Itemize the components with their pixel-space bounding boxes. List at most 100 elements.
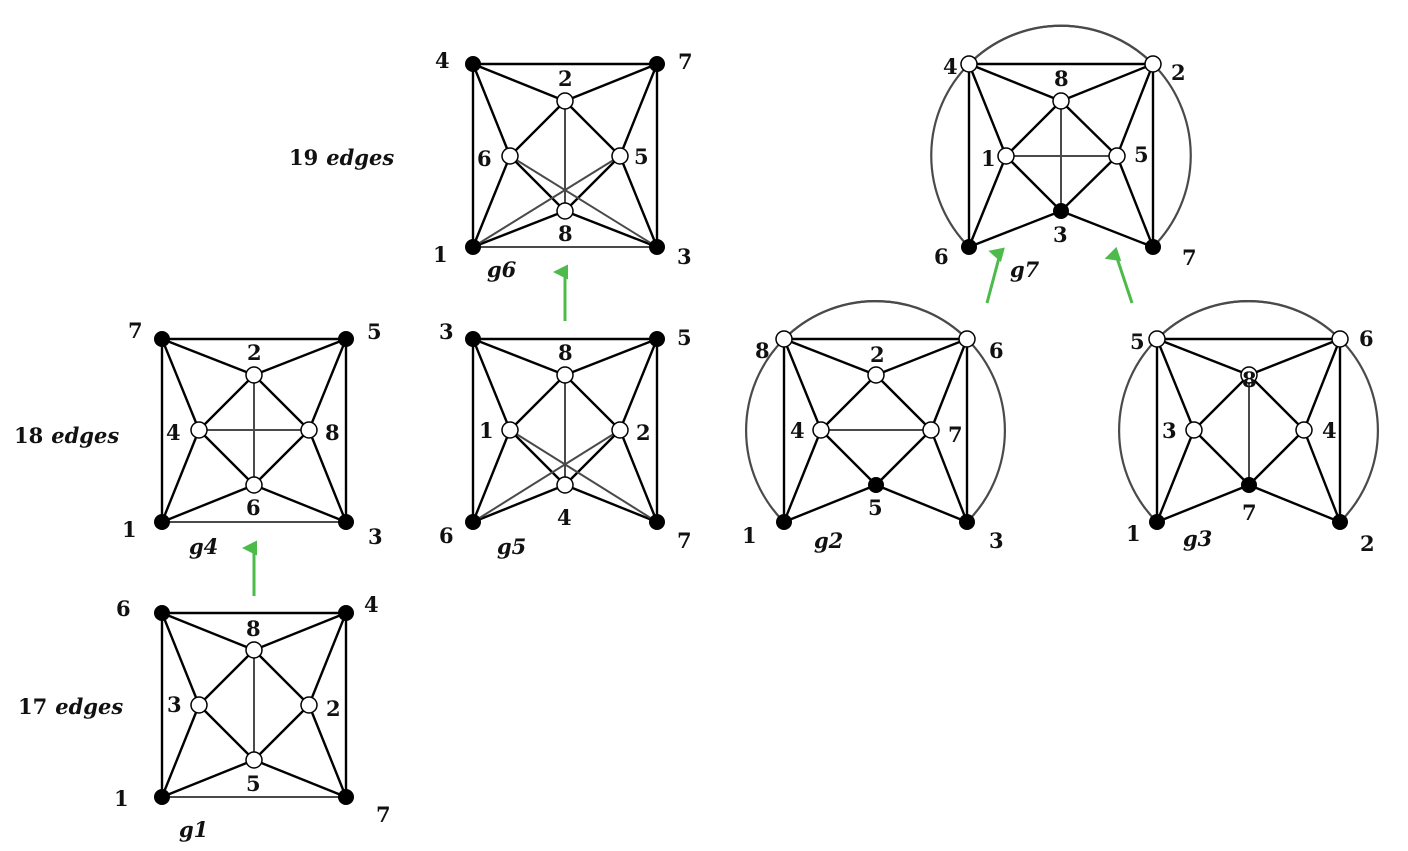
vertex-label: 8 (558, 221, 573, 246)
vertex-label: 1 (114, 786, 129, 811)
vertex-filled (776, 514, 792, 530)
vertex-hollow (245, 641, 263, 659)
vertex-label: 3 (368, 524, 383, 549)
vertex-hollow (958, 330, 976, 348)
vertex-filled (338, 789, 354, 805)
vertex-hollow (245, 751, 263, 769)
vertex-label: 1 (433, 242, 448, 267)
vertex-label: 2 (1171, 60, 1186, 85)
vertex-label: 3 (677, 244, 692, 269)
graph-name: g7 (1010, 257, 1040, 282)
vertex-hollow (997, 147, 1015, 165)
vertex-filled (154, 514, 170, 530)
vertex-filled (649, 239, 665, 255)
vertex-filled (649, 331, 665, 347)
vertex-filled (649, 514, 665, 530)
vertex-hollow (1148, 330, 1166, 348)
vertex-hollow (300, 696, 318, 714)
vertex-label: 4 (1322, 418, 1337, 443)
vertex-label: 3 (1053, 222, 1068, 247)
vertex-label: 2 (558, 66, 573, 91)
vertex-hollow (1052, 92, 1070, 110)
vertex-hollow (556, 202, 574, 220)
vertex-label: 8 (246, 616, 261, 641)
vertex-label: 2 (326, 696, 341, 721)
vertex-hollow (1144, 55, 1162, 73)
graph-g7: 4 2 6 7 8 1 5 3 g7 (930, 24, 1197, 282)
vertex-label: 3 (989, 528, 1004, 553)
vertex-hollow (556, 92, 574, 110)
vertex-filled (649, 56, 665, 72)
vertex-hollow (556, 366, 574, 384)
vertex-filled (154, 789, 170, 805)
vertex-hollow (501, 421, 519, 439)
vertex-label: 6 (246, 495, 261, 520)
vertex-hollow (960, 55, 978, 73)
vertex-label: 4 (435, 48, 450, 73)
vertex-hollow (611, 147, 629, 165)
vertex-filled (154, 605, 170, 621)
vertex-hollow (245, 366, 263, 384)
graph-g6: 4 7 1 3 2 6 5 8 g6 (433, 48, 693, 282)
vertex-label: 4 (166, 420, 181, 445)
vertex-label: 1 (742, 523, 757, 548)
vertex-hollow (190, 696, 208, 714)
vertex-label: 1 (981, 146, 996, 171)
vertex-label: 7 (376, 802, 391, 827)
graph-name: g2 (814, 528, 843, 553)
vertex-label: 4 (557, 505, 572, 530)
vertex-hollow (867, 366, 885, 384)
vertex-hollow (245, 476, 263, 494)
vertex-hollow (611, 421, 629, 439)
vertex-label: 1 (1126, 521, 1141, 546)
vertex-label: 2 (247, 340, 262, 365)
vertex-filled (338, 331, 354, 347)
vertex-filled (868, 477, 884, 493)
vertex-label: 5 (367, 319, 382, 344)
vertex-label: 4 (943, 54, 958, 79)
vertex-filled (1241, 477, 1257, 493)
vertex-hollow (1331, 330, 1349, 348)
vertex-hollow (1108, 147, 1126, 165)
vertex-label: 5 (868, 495, 883, 520)
vertex-filled (338, 605, 354, 621)
vertex-label: 8 (1242, 367, 1257, 392)
vertex-hollow (1240, 366, 1258, 384)
vertex-filled (465, 56, 481, 72)
vertex-label: 4 (790, 418, 805, 443)
graph-name: g3 (1183, 526, 1212, 551)
graph-name: g6 (487, 257, 517, 282)
vertex-hollow (775, 330, 793, 348)
vertex-filled (465, 331, 481, 347)
vertex-label: 7 (1242, 500, 1257, 525)
vertex-label: 6 (116, 596, 131, 621)
arrow-g2-to-g7 (985, 247, 1005, 304)
vertex-hollow (922, 421, 940, 439)
vertex-label: 8 (1054, 66, 1069, 91)
vertex-label: 5 (1130, 329, 1145, 354)
vertex-label: 6 (989, 338, 1004, 363)
vertex-filled (961, 239, 977, 255)
vertex-label: 8 (325, 420, 340, 445)
vertex-filled (338, 514, 354, 530)
graph-name: g4 (189, 534, 218, 559)
vertex-label: 7 (948, 422, 963, 447)
vertex-label: 1 (479, 418, 494, 443)
vertex-label: 7 (678, 49, 693, 74)
vertex-label: 6 (439, 523, 454, 548)
vertex-label: 7 (677, 528, 692, 553)
vertex-filled (465, 239, 481, 255)
vertex-label: 6 (477, 146, 492, 171)
arrow-g3-to-g7 (1104, 246, 1134, 304)
vertex-label: 2 (1360, 531, 1375, 556)
vertex-filled (1053, 203, 1069, 219)
vertex-filled (154, 331, 170, 347)
vertex-label: 5 (677, 325, 692, 350)
vertex-filled (465, 514, 481, 530)
vertex-hollow (1295, 421, 1313, 439)
vertex-label: 2 (870, 342, 885, 367)
